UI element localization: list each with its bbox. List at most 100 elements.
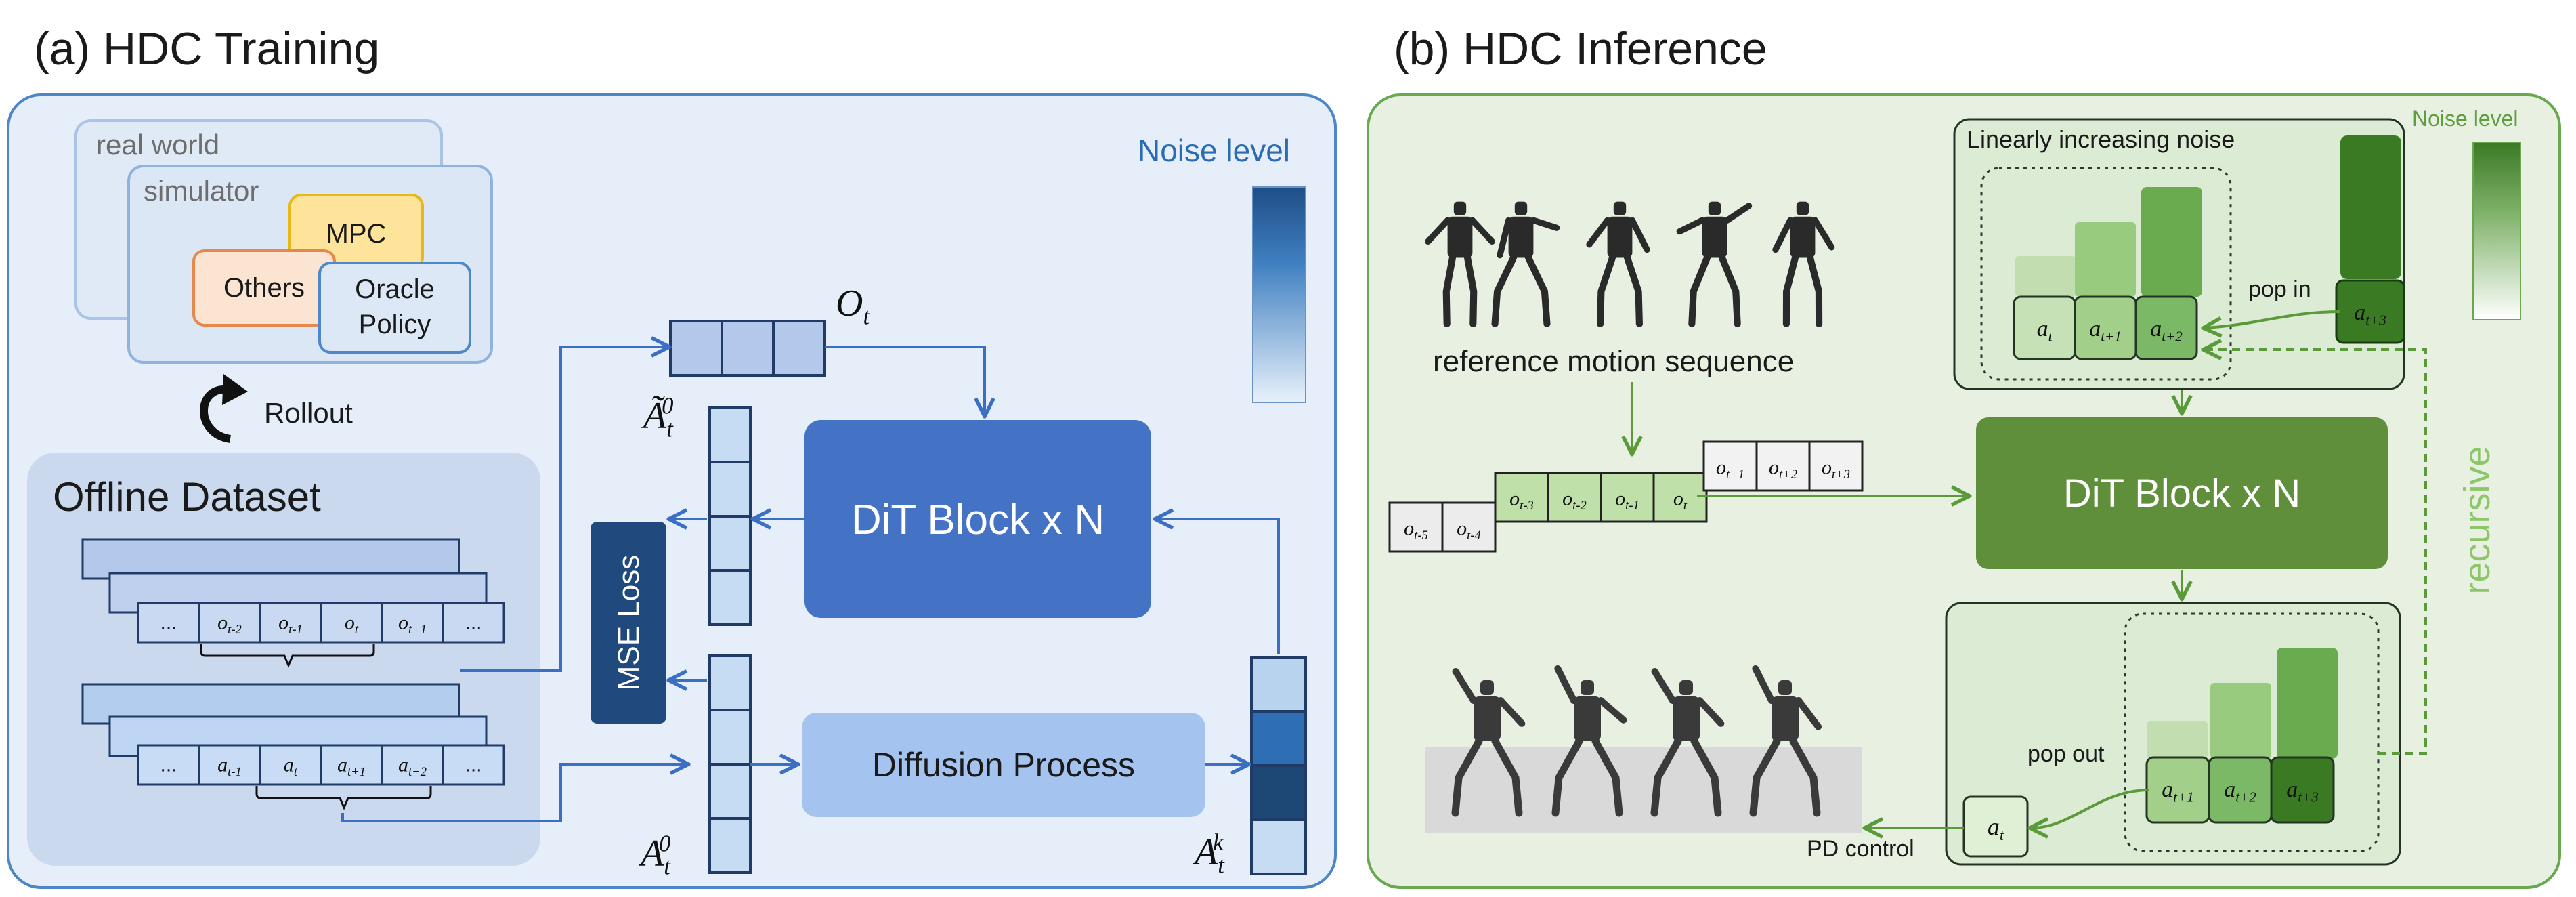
obs-token: ot+3 bbox=[1822, 457, 1850, 482]
dit-block-a bbox=[804, 420, 1151, 618]
simulator-label: simulator bbox=[144, 175, 259, 207]
clean-cell bbox=[708, 709, 752, 766]
obs-token-cell bbox=[1808, 440, 1864, 492]
output-window bbox=[2124, 612, 2380, 852]
noise-bar bbox=[2210, 683, 2271, 759]
action-token: at+1 bbox=[2162, 777, 2194, 805]
sequence-cell bbox=[381, 744, 444, 786]
offline-dataset-label: Offline Dataset bbox=[53, 474, 321, 520]
input-action-tokens: at at+1 at+2 bbox=[2013, 295, 2198, 360]
obs-token-cell bbox=[1388, 501, 1444, 553]
clean-actions: At0 bbox=[638, 654, 752, 880]
arrow-pop-out bbox=[2032, 789, 2150, 828]
noisy-cell bbox=[1250, 710, 1307, 767]
output-action-cell bbox=[2270, 756, 2335, 824]
action-token: at bbox=[2037, 316, 2053, 344]
pred-cell bbox=[708, 406, 752, 463]
humanoid-robot bbox=[1650, 667, 1725, 817]
dit-block-b bbox=[1976, 417, 2388, 569]
sequence-cell bbox=[320, 744, 383, 786]
others-label: Others bbox=[223, 273, 305, 303]
panel-b-heading: (b) HDC Inference bbox=[1394, 23, 1767, 75]
obs-token-cell bbox=[669, 320, 723, 377]
oracle-policy-box bbox=[318, 262, 471, 354]
input-noise-bars bbox=[2015, 187, 2202, 297]
sequence-token: ot-1 bbox=[278, 611, 303, 637]
obs-token: ot bbox=[1673, 488, 1688, 514]
arrow-obs-to-dit bbox=[825, 346, 985, 415]
action-token: at+2 bbox=[2150, 316, 2183, 344]
mse-loss-label: MSE Loss bbox=[612, 555, 645, 691]
clean-label: At0 bbox=[638, 831, 671, 880]
clean-cell bbox=[708, 817, 752, 874]
output-noise-bars bbox=[2147, 648, 2338, 759]
output-motion-figures bbox=[1451, 665, 1822, 817]
pop-in-token-label: at+3 bbox=[2354, 300, 2386, 328]
pred-cell bbox=[708, 569, 752, 626]
diffusion-process-box bbox=[802, 713, 1205, 817]
arrow-recursive bbox=[2205, 350, 2427, 755]
pred-cell bbox=[708, 461, 752, 518]
noise-bar bbox=[2277, 648, 2338, 759]
noisy-cell bbox=[1250, 656, 1307, 713]
sequence-cell bbox=[198, 602, 261, 644]
panel-b-arrows bbox=[1632, 310, 2427, 828]
arrow-dataset-to-obs bbox=[460, 347, 668, 672]
action-token: at+2 bbox=[2224, 777, 2256, 805]
obs-token-label: Ot bbox=[836, 283, 870, 329]
obs-token: ot+1 bbox=[1716, 457, 1744, 482]
noisy-cell bbox=[1250, 818, 1307, 875]
obs-token-cell bbox=[1494, 472, 1549, 523]
data-sources: real world simulator MPC Others Oracle P… bbox=[74, 119, 493, 364]
dit-block-b-label: DiT Block x N bbox=[2063, 472, 2300, 516]
sequence-token: ot+1 bbox=[398, 611, 427, 637]
noise-bar bbox=[2141, 187, 2202, 297]
reference-motion-label: reference motion sequence bbox=[1433, 345, 1794, 378]
obs-token-cell bbox=[1600, 472, 1655, 523]
obs-token-cell bbox=[721, 320, 775, 377]
humanoid-robot bbox=[1451, 667, 1526, 817]
input-action-cell bbox=[2134, 295, 2198, 360]
arrow-pop-in bbox=[2205, 310, 2341, 328]
real-world-label: real world bbox=[96, 129, 219, 161]
humanoid-robot bbox=[1551, 665, 1627, 817]
humanoid-robot bbox=[1586, 201, 1650, 328]
pop-out-label: pop out bbox=[2027, 741, 2105, 767]
obs-token: ot-5 bbox=[1404, 518, 1428, 543]
obs-token-cell bbox=[1755, 440, 1811, 492]
sequence-token: at-1 bbox=[217, 753, 242, 779]
obs-token: ot-1 bbox=[1615, 488, 1639, 514]
noise-level-bar-a bbox=[1252, 186, 1306, 403]
humanoid-robot bbox=[1491, 201, 1560, 328]
action-token: at+1 bbox=[2089, 316, 2122, 344]
input-window bbox=[1980, 167, 2232, 381]
dit-block-a-label: DiT Block x N bbox=[851, 497, 1104, 543]
rollout-arrow-icon bbox=[200, 385, 232, 443]
obs-token: ot-2 bbox=[1562, 488, 1587, 514]
mpc-label: MPC bbox=[326, 219, 387, 249]
obs-window-bracket bbox=[200, 644, 375, 668]
sequence-token: at+1 bbox=[337, 753, 366, 779]
pop-in-label: pop in bbox=[2248, 276, 2311, 302]
humanoid-robot bbox=[1749, 665, 1822, 817]
sequence-token: ... bbox=[465, 753, 481, 776]
sequence-cell bbox=[442, 602, 505, 644]
oracle-label-2: Policy bbox=[359, 310, 431, 339]
noisy-cell bbox=[1250, 764, 1307, 821]
sequence-token: ot-2 bbox=[217, 611, 242, 637]
obs-token-cell bbox=[1702, 440, 1758, 492]
clean-cell bbox=[708, 763, 752, 820]
pred-cell bbox=[708, 515, 752, 572]
diffusion-process-label: Diffusion Process bbox=[872, 746, 1135, 784]
sequence-token: at+2 bbox=[398, 753, 427, 779]
linear-noise-label: Linearly increasing noise bbox=[1967, 125, 2235, 153]
humanoid-robot bbox=[1676, 201, 1753, 328]
pop-out-token-label: at bbox=[1988, 813, 2004, 843]
noise-bar bbox=[2015, 256, 2076, 297]
noisy-actions: Atk bbox=[1192, 656, 1307, 878]
sequence-cell bbox=[259, 744, 322, 786]
